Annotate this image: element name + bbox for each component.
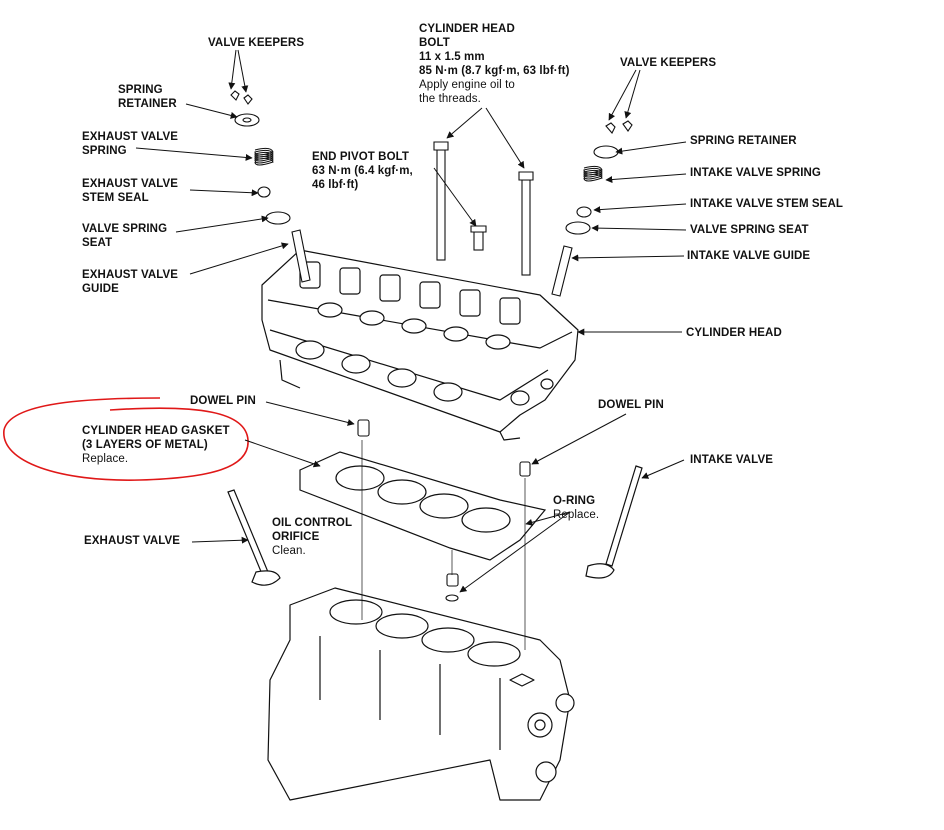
head-bolts (433, 141, 534, 276)
label-cylinder-head-bolt: CYLINDER HEAD BOLT 11 x 1.5 mm 85 N·m (8… (419, 22, 570, 106)
label-exhaust-valve-guide: EXHAUST VALVE GUIDE (82, 268, 178, 296)
label-text: DOWEL PIN (598, 399, 664, 411)
label-line: CYLINDER HEAD (419, 23, 515, 35)
label-o-ring: O-RING Replace. (553, 494, 599, 522)
label-line: 63 N·m (6.4 kgf·m, (312, 165, 413, 177)
label-line: (3 LAYERS OF METAL) (82, 439, 208, 451)
label-intake-valve-guide: INTAKE VALVE GUIDE (687, 249, 810, 263)
label-line: 85 N·m (8.7 kgf·m, 63 lbf·ft) (419, 65, 570, 77)
label-note: Replace. (553, 509, 600, 521)
label-text: DOWEL PIN (190, 395, 256, 407)
label-line: OIL CONTROL (272, 517, 353, 529)
alignment-lines (361, 440, 526, 650)
left-valve-stack (230, 90, 311, 283)
label-line: SPRING (82, 145, 127, 157)
label-dowel-pin-left: DOWEL PIN (190, 394, 256, 408)
label-text: SPRING RETAINER (690, 135, 797, 147)
label-dowel-pin-right: DOWEL PIN (598, 398, 664, 412)
label-note: the threads. (419, 93, 481, 105)
label-text: CYLINDER HEAD (686, 327, 782, 339)
right-valve-stack (551, 120, 633, 297)
label-text: VALVE KEEPERS (208, 37, 305, 49)
label-line: SEAT (82, 237, 113, 249)
label-note: Apply engine oil to (419, 79, 515, 91)
cylinder-head (261, 249, 579, 441)
label-line: 11 x 1.5 mm (419, 51, 485, 63)
label-line: ORIFICE (272, 531, 320, 543)
label-spring-retainer-right: SPRING RETAINER (690, 134, 797, 148)
label-oil-control-orifice: OIL CONTROL ORIFICE Clean. (272, 516, 352, 558)
label-text: INTAKE VALVE STEM SEAL (690, 198, 843, 210)
label-spring-retainer-left: SPRING RETAINER (118, 83, 177, 111)
highlight-oval (3, 397, 249, 481)
label-intake-valve-stem-seal: INTAKE VALVE STEM SEAL (690, 197, 843, 211)
engine-block (267, 587, 575, 801)
label-line: O-RING (553, 495, 596, 507)
label-line: EXHAUST VALVE (82, 269, 179, 281)
label-intake-valve-spring: INTAKE VALVE SPRING (690, 166, 821, 180)
label-text: VALVE SPRING SEAT (690, 224, 809, 236)
label-valve-spring-seat-right: VALVE SPRING SEAT (690, 223, 809, 237)
label-line: BOLT (419, 37, 450, 49)
label-line: EXHAUST VALVE (82, 178, 179, 190)
valves (227, 465, 643, 586)
label-line: EXHAUST VALVE (82, 131, 179, 143)
label-line: GUIDE (82, 283, 119, 295)
label-valve-spring-seat-left: VALVE SPRING SEAT (82, 222, 167, 250)
label-line: VALVE SPRING (82, 223, 168, 235)
label-text: VALVE KEEPERS (620, 57, 717, 69)
label-exhaust-valve: EXHAUST VALVE (84, 534, 180, 548)
leader-lines (135, 49, 687, 593)
label-text: INTAKE VALVE GUIDE (687, 250, 811, 262)
label-line: END PIVOT BOLT (312, 151, 410, 163)
label-exhaust-valve-stem-seal: EXHAUST VALVE STEM SEAL (82, 177, 178, 205)
label-note: Replace. (82, 453, 129, 465)
label-cylinder-head-gasket: CYLINDER HEAD GASKET (3 LAYERS OF METAL)… (82, 424, 230, 466)
label-note: Clean. (272, 545, 306, 557)
label-exhaust-valve-spring: EXHAUST VALVE SPRING (82, 130, 178, 158)
label-line: RETAINER (118, 98, 177, 110)
label-text: INTAKE VALVE (690, 454, 773, 466)
label-valve-keepers-right: VALVE KEEPERS (620, 56, 716, 70)
label-line: SPRING (118, 84, 163, 96)
small-parts (357, 419, 531, 602)
label-text: INTAKE VALVE SPRING (690, 167, 821, 179)
label-line: CYLINDER HEAD GASKET (82, 425, 230, 437)
label-cylinder-head: CYLINDER HEAD (686, 326, 782, 340)
gasket (299, 451, 547, 561)
label-text: EXHAUST VALVE (84, 535, 181, 547)
label-line: 46 lbf·ft) (312, 179, 359, 191)
label-line: STEM SEAL (82, 192, 149, 204)
label-valve-keepers-left: VALVE KEEPERS (208, 36, 304, 50)
label-end-pivot-bolt: END PIVOT BOLT 63 N·m (6.4 kgf·m, 46 lbf… (312, 150, 413, 192)
label-intake-valve: INTAKE VALVE (690, 453, 773, 467)
